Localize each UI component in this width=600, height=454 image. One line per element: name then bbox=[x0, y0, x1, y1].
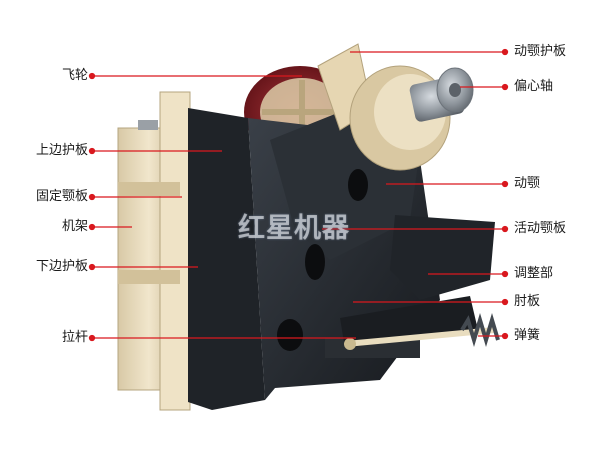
label-flywheel: 飞轮 bbox=[61, 68, 88, 83]
leader-lines bbox=[88, 48, 509, 342]
label-lower-guard: 下边护板 bbox=[35, 259, 88, 274]
label-movable-jaw: 动颚 bbox=[514, 176, 541, 191]
label-upper-guard: 上边护板 bbox=[35, 143, 88, 158]
label-fixed-jaw-plate: 固定颚板 bbox=[35, 189, 88, 204]
frame bbox=[117, 91, 191, 411]
label-jaw-guard: 动颚护板 bbox=[514, 44, 567, 59]
watermark: 红星机器 bbox=[238, 213, 350, 244]
label-spring: 弹簧 bbox=[514, 328, 541, 343]
label-adjustment: 调整部 bbox=[514, 266, 554, 281]
label-frame: 机架 bbox=[61, 219, 88, 234]
eccentric-shaft bbox=[409, 67, 474, 122]
toggle-plate bbox=[340, 296, 478, 348]
crusher-body bbox=[188, 108, 495, 410]
label-eccentric-shaft: 偏心轴 bbox=[514, 79, 554, 94]
label-movable-jaw-plate: 活动颚板 bbox=[514, 221, 567, 236]
label-tie-rod: 拉杆 bbox=[61, 330, 88, 345]
spring bbox=[460, 313, 500, 347]
label-toggle-plate: 肘板 bbox=[514, 294, 541, 309]
